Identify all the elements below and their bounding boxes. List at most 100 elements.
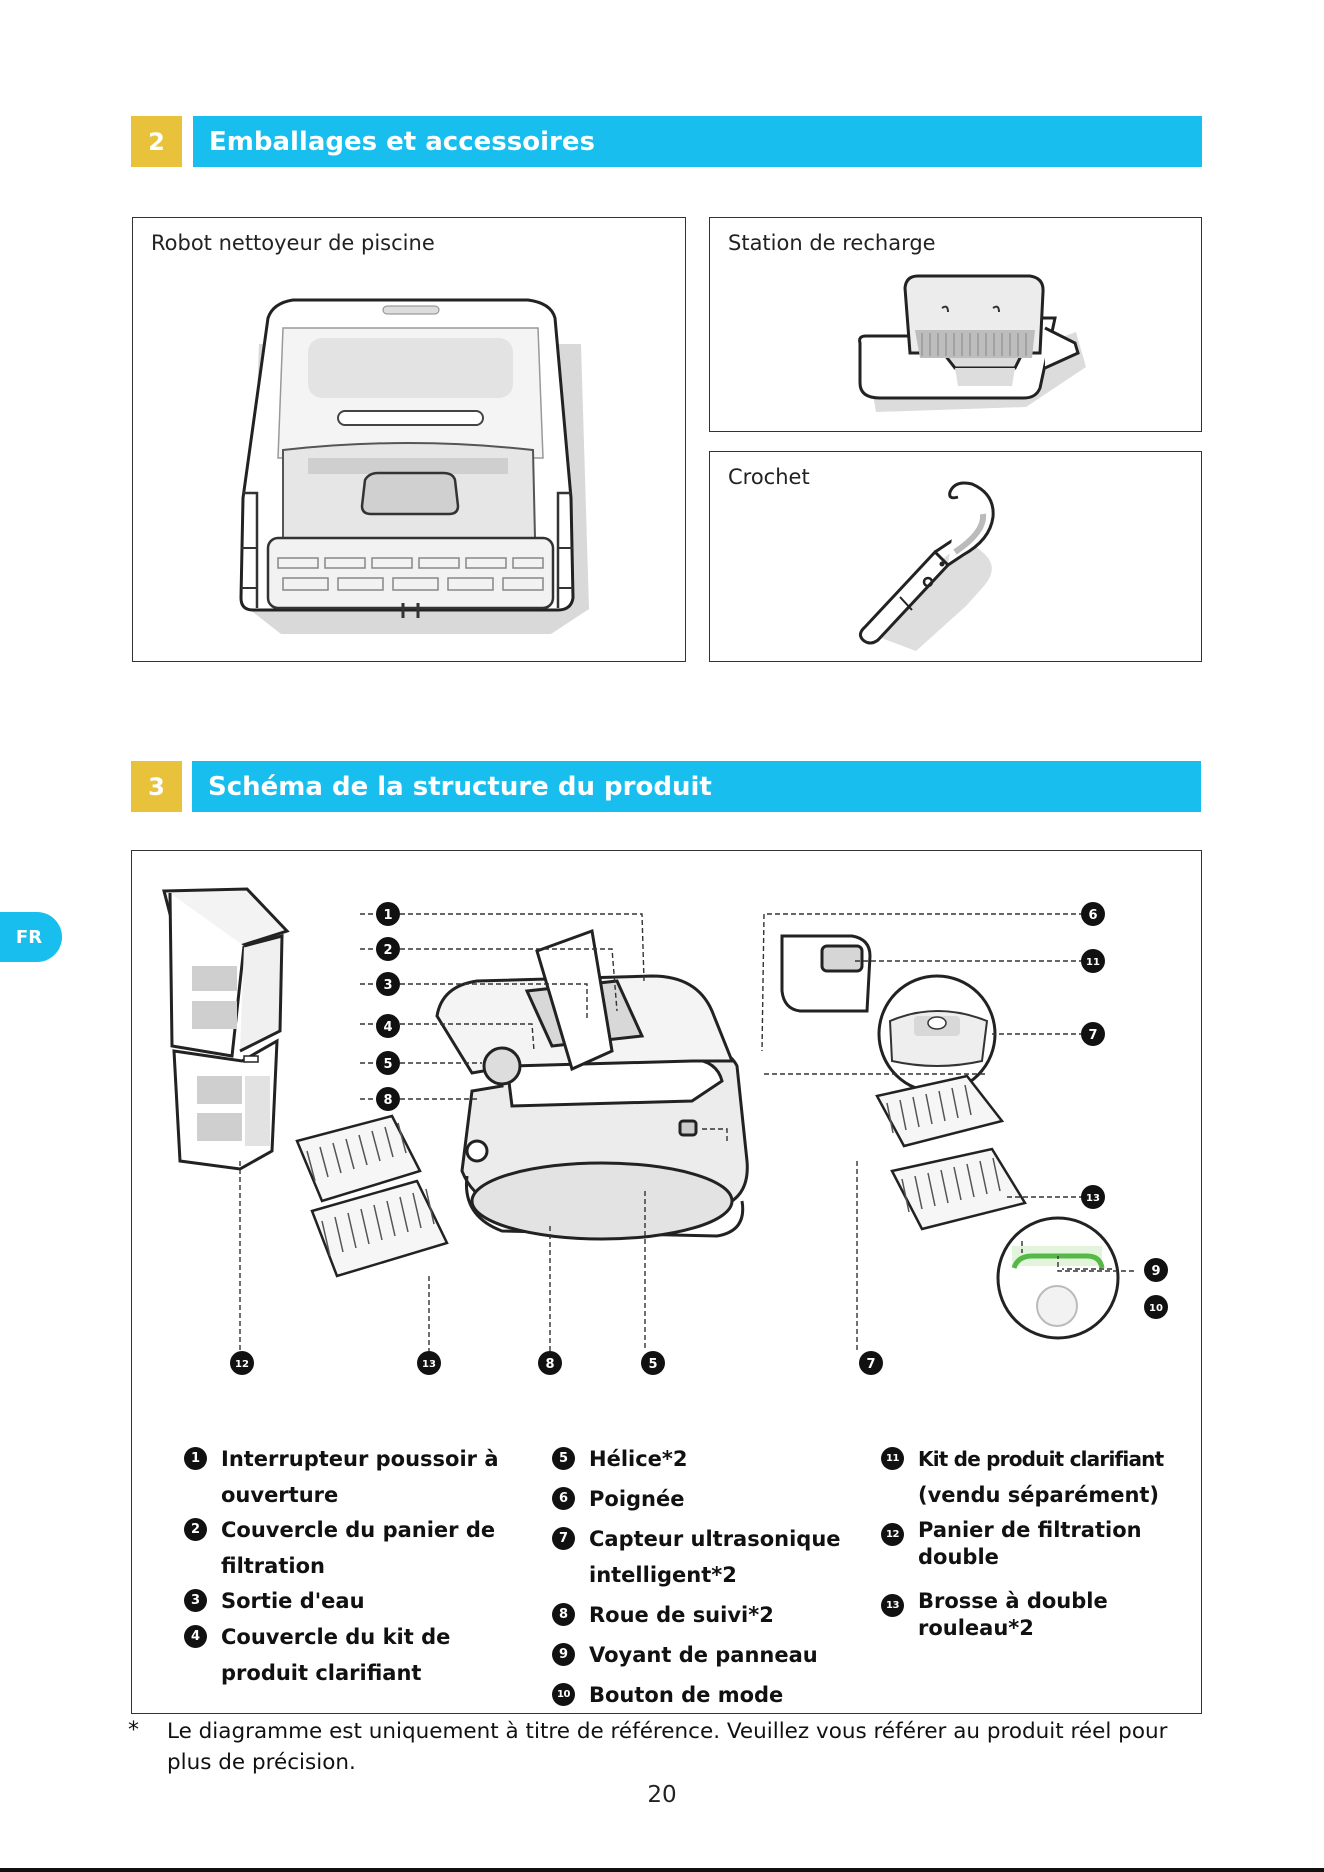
legend-text: Sortie d'eau (221, 1589, 365, 1613)
legend-number: 10 (552, 1683, 575, 1706)
svg-text:2: 2 (383, 943, 392, 958)
callout-5: 5 (641, 1351, 665, 1375)
svg-text:13: 13 (422, 1359, 436, 1370)
svg-text:5: 5 (648, 1357, 657, 1372)
callout-10: 10 (1144, 1295, 1168, 1319)
section-number: 2 (131, 116, 182, 167)
svg-text:5: 5 (383, 1057, 392, 1072)
station-box: Station de recharge (709, 217, 1202, 432)
legend-number: 2 (184, 1518, 207, 1541)
page-number: 20 (647, 1782, 677, 1808)
callout-12: 12 (230, 1351, 254, 1375)
robot-label: Robot nettoyeur de piscine (151, 231, 435, 255)
section-title: Emballages et accessoires (193, 116, 1202, 167)
legend-number: 5 (552, 1447, 575, 1470)
svg-text:7: 7 (1088, 1028, 1097, 1043)
callout-13: 13 (1081, 1185, 1105, 1209)
svg-text:8: 8 (545, 1357, 554, 1372)
svg-text:10: 10 (1149, 1303, 1163, 1314)
legend-text: Bouton de mode (589, 1683, 784, 1707)
panel-zoom-illustration (996, 1216, 1120, 1340)
callout-7: 7 (859, 1351, 883, 1375)
legend-number: 3 (184, 1589, 207, 1612)
legend-item-10: 10 Bouton de mode (552, 1677, 852, 1713)
svg-text:12: 12 (235, 1359, 249, 1370)
structure-diagram-box: 1 2 3 4 5 8 6 11 7 13 9 10 12 13 8 5 7 1… (131, 850, 1202, 1714)
legend-item-8: 8 Roue de suivi*2 (552, 1597, 852, 1633)
callout-8: 8 (538, 1351, 562, 1375)
legend-number: 6 (552, 1487, 575, 1510)
legend-number: 8 (552, 1603, 575, 1626)
clarifier-kit-illustration (780, 934, 872, 1013)
svg-text:13: 13 (1086, 1193, 1100, 1204)
legend-number: 9 (552, 1643, 575, 1666)
hook-box: Crochet (709, 451, 1202, 662)
svg-text:9: 9 (1151, 1264, 1160, 1279)
svg-text:4: 4 (383, 1020, 392, 1035)
callout-11: 11 (1081, 949, 1105, 973)
callout-9: 9 (1144, 1258, 1168, 1282)
hook-label: Crochet (728, 465, 810, 489)
brush-illustration (295, 1114, 449, 1278)
legend-item-9: 9 Voyant de panneau (552, 1637, 852, 1673)
svg-text:11: 11 (1086, 957, 1100, 968)
legend-item-11: 11 Kit de produit clarifiant(vendu sépar… (881, 1441, 1191, 1513)
legend-text: Roue de suivi*2 (589, 1603, 774, 1627)
sensor-zoom-illustration (877, 974, 997, 1094)
brush-illustration (875, 1074, 1027, 1231)
legend-number: 13 (881, 1594, 904, 1617)
svg-text:7: 7 (866, 1357, 875, 1372)
legend-number: 1 (184, 1447, 207, 1470)
charging-station-illustration (858, 274, 1086, 412)
callout-2: 2 (376, 937, 400, 961)
legend-number: 11 (881, 1447, 904, 1470)
footnote-marker: * (128, 1718, 139, 1743)
callout-6: 6 (1081, 902, 1105, 926)
callout-4: 4 (376, 1014, 400, 1038)
language-tab: FR (0, 912, 62, 962)
station-label: Station de recharge (728, 231, 936, 255)
svg-text:3: 3 (383, 978, 392, 993)
robot-box: Robot nettoyeur de piscine (132, 217, 686, 662)
bottom-rule (0, 1868, 1324, 1872)
svg-text:6: 6 (1088, 908, 1097, 923)
section-title: Schéma de la structure du produit (192, 761, 1201, 812)
legend-number: 7 (552, 1527, 575, 1550)
product-structure-diagram (162, 887, 1134, 1351)
callout-3: 3 (376, 972, 400, 996)
svg-text:8: 8 (383, 1093, 392, 1108)
legend-item-6: 6 Poignée (552, 1481, 852, 1517)
footnote-text: Le diagramme est uniquement à titre de r… (167, 1719, 1168, 1775)
callout-7: 7 (1081, 1022, 1105, 1046)
svg-text:1: 1 (383, 908, 392, 923)
robot-illustration (239, 298, 589, 634)
legend-number: 4 (184, 1625, 207, 1648)
robot-structure-illustration (435, 928, 749, 1241)
legend-text: Hélice*2 (589, 1447, 688, 1471)
section-number: 3 (131, 761, 182, 812)
legend-item-5: 5 Hélice*2 (552, 1441, 852, 1477)
legend-number: 12 (881, 1523, 904, 1546)
callout-8: 8 (376, 1087, 400, 1111)
callout-markers: 1 2 3 4 5 8 6 11 7 13 9 10 12 13 8 5 7 (230, 902, 1168, 1375)
callout-1: 1 (376, 902, 400, 926)
callout-13: 13 (417, 1351, 441, 1375)
legend-item-3: 3 Sortie d'eau (184, 1583, 514, 1619)
filter-basket-illustration (162, 887, 290, 1171)
legend-text: Voyant de panneau (589, 1643, 818, 1667)
legend-text: Kit de produit clarifiant(vendu séparéme… (918, 1447, 1164, 1507)
legend-text: Poignée (589, 1487, 685, 1511)
callout-5: 5 (376, 1051, 400, 1075)
